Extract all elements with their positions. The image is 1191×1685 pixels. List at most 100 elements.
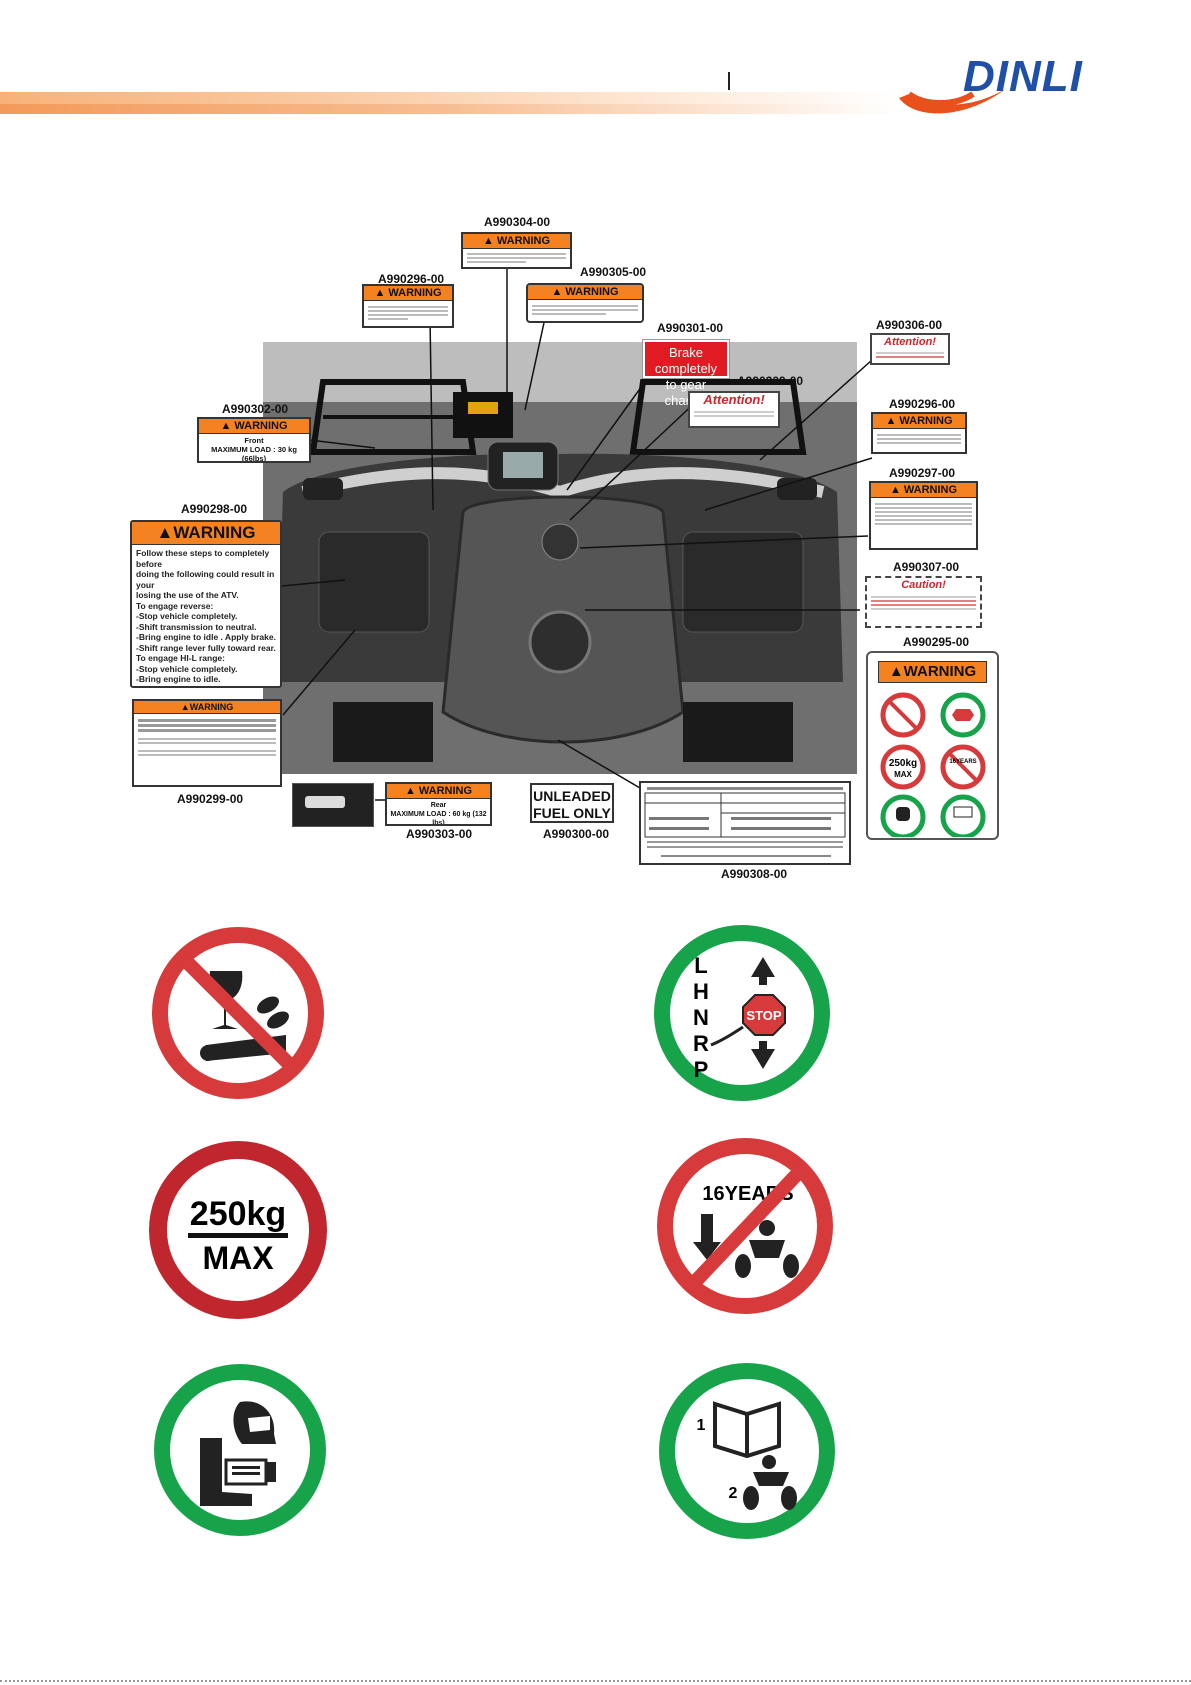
attention-label-a990306: Attention!: [870, 333, 950, 365]
gear-letter-n: N: [693, 1005, 709, 1030]
rear-load-text: Rear MAXIMUM LOAD : 60 kg (132 lbs): [387, 799, 490, 824]
warning-label-header: ▲ WARNING: [463, 234, 570, 249]
warning-label-title: WARNING: [234, 420, 288, 432]
part-code-a990306: A990306-00: [876, 318, 943, 332]
part-code-a990297: A990297-00: [889, 466, 956, 480]
stop-sign-text: STOP: [746, 1008, 781, 1023]
tire-table-graphic: [644, 787, 846, 857]
part-code-a990309: A990309-00: [737, 374, 804, 388]
warning-label-a990299: ▲WARNING: [132, 699, 282, 787]
part-code-a990305: A990305-00: [580, 265, 647, 279]
rear-load-title: Rear: [430, 802, 447, 809]
warning-label-title: WARNING: [388, 287, 442, 299]
attention-label-title: Attention!: [703, 392, 765, 407]
icon-panel-a990295: ▲WARNING 250kg MAX 16YEARS: [866, 651, 999, 840]
warning-label-header: ▲ WARNING: [387, 784, 490, 799]
front-load-max: MAXIMUM LOAD : 30 kg (66lbs): [211, 445, 297, 463]
warning-label-title: WARNING: [899, 415, 953, 427]
no-alcohol-drugs-icon: [152, 927, 324, 1099]
warning-label-a990298: ▲WARNING Follow these steps to completel…: [130, 520, 282, 688]
brake-label-line1: Brake completely: [654, 345, 718, 376]
max-load-value: 250kg: [190, 1195, 286, 1233]
part-code-a990304: A990304-00: [484, 215, 551, 229]
warning-label-a990305: ▲ WARNING: [526, 283, 644, 323]
large-warning-line: Follow these steps to completely before: [136, 548, 270, 569]
large-warning-line: -Stop vehicle completely.: [136, 611, 238, 621]
part-code-a990300: A990300-00: [543, 827, 610, 841]
warning-label-text: [463, 249, 570, 266]
warning-label-a990303: ▲ WARNING Rear MAXIMUM LOAD : 60 kg (132…: [385, 782, 492, 826]
max-load-label: MAX: [202, 1240, 274, 1276]
icon-panel-title: WARNING: [903, 663, 977, 680]
read-manual-icon: 1 2: [659, 1363, 835, 1539]
manual-step-2: 2: [729, 1485, 738, 1502]
protective-gear-icon: [154, 1364, 326, 1536]
part-code-a990301: A990301-00: [657, 321, 724, 335]
callout-lines: [281, 268, 873, 801]
attention-label-text: [872, 349, 948, 362]
warning-label-text: [134, 714, 280, 761]
minimum-age-icon: 16YEARS: [657, 1138, 833, 1314]
warning-label-header: ▲ WARNING: [364, 286, 452, 301]
tire-table-label-a990308: [639, 781, 851, 865]
caution-label-title: Caution!: [901, 579, 946, 591]
part-code-a990303: A990303-00: [406, 827, 473, 841]
large-warning-line: -Stop vehicle completely.: [136, 663, 238, 674]
large-warning-line: To engage reverse:: [136, 600, 214, 611]
max-load-icon: 250kg MAX: [149, 1141, 327, 1319]
front-load-text: Front MAXIMUM LOAD : 30 kg (66lbs): [199, 434, 309, 463]
fuel-label-a990300: UNLEADED FUEL ONLY: [530, 783, 614, 823]
mini-load-max: MAX: [894, 770, 912, 779]
warning-label-header: ▲ WARNING: [871, 483, 976, 498]
fuel-label-line1: UNLEADED: [533, 788, 611, 804]
brand-swoosh-icon: [899, 88, 1007, 114]
warning-label-a990296-right: ▲ WARNING: [871, 412, 967, 454]
part-code-a990307: A990307-00: [893, 560, 960, 574]
header-band-accent: [0, 104, 900, 114]
part-code-a990308: A990308-00: [721, 867, 788, 881]
gear-letter-p: P: [694, 1057, 709, 1082]
part-code-a990296-right: A990296-00: [889, 397, 956, 411]
front-load-title: Front: [244, 436, 264, 445]
part-code-a990298: A990298-00: [181, 502, 248, 516]
warning-label-title: WARNING: [903, 484, 958, 496]
icon-panel-mini-icons: 250kg MAX 16YEARS: [880, 692, 986, 840]
gear-shift-stop-icon: L H N R P STOP: [654, 925, 830, 1101]
large-warning-line: -Bring engine to idle . Apply brake.: [136, 632, 276, 642]
warning-label-header: ▲ WARNING: [528, 285, 642, 300]
warning-label-text: [528, 300, 642, 318]
caution-label-text: [867, 592, 980, 614]
warning-label-title: WARNING: [189, 702, 234, 712]
warning-label-header: ▲WARNING: [134, 701, 280, 714]
warning-label-text: [873, 429, 965, 449]
warning-label-title: WARNING: [565, 286, 619, 298]
warning-label-header: ▲ WARNING: [873, 414, 965, 429]
warning-label-title: WARNING: [173, 523, 256, 542]
manual-step-1: 1: [697, 1417, 706, 1434]
brake-label-a990301: Brake completely to gear change: [642, 339, 730, 408]
large-warning-line: doing the following could result in your: [136, 569, 275, 590]
part-code-a990296-top: A990296-00: [378, 272, 445, 286]
large-warning-line: losing the use of the ATV.: [136, 590, 239, 600]
mini-load-value: 250kg: [889, 758, 917, 769]
large-warning-line: To engage HI-L range:: [136, 653, 225, 663]
part-code-a990302: A990302-00: [222, 402, 289, 416]
icon-panel-header: ▲WARNING: [878, 661, 987, 683]
brand-logo: DINLI: [963, 52, 1083, 101]
warning-label-header: ▲ WARNING: [199, 419, 309, 434]
fuel-label-line2: FUEL ONLY: [533, 805, 611, 821]
atv-photo: [263, 342, 857, 774]
warning-label-a990297: ▲ WARNING: [869, 481, 978, 550]
caution-label-a990307: Caution!: [865, 576, 982, 628]
gear-letter-h: H: [693, 979, 709, 1004]
gear-letter-r: R: [693, 1031, 709, 1056]
warning-label-text: [871, 498, 976, 530]
large-warning-line: -Operate range lever while applying: [136, 685, 276, 687]
large-warning-line: -Bring engine to idle.: [136, 674, 221, 684]
part-code-a990299: A990299-00: [177, 792, 244, 806]
header-mark: [728, 72, 730, 90]
warning-label-title: WARNING: [418, 785, 473, 797]
attention-label-a990309: Attention!: [688, 391, 780, 428]
mini-age: 16YEARS: [949, 759, 976, 765]
